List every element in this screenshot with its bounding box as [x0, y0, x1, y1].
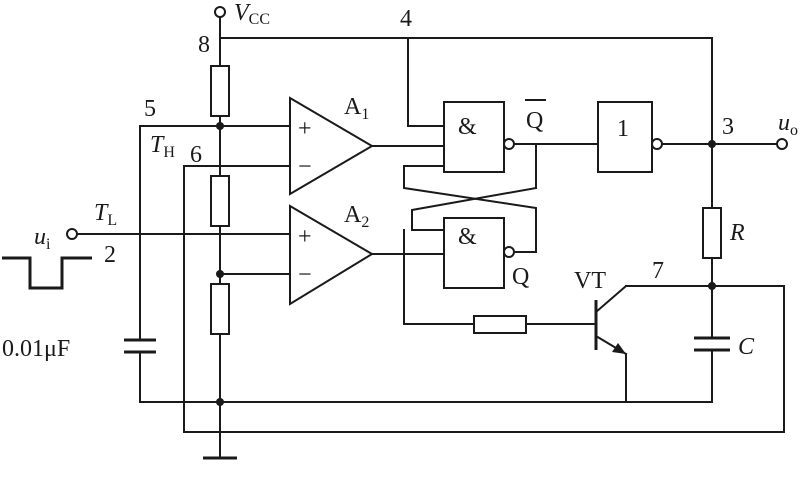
junction-pin5: [216, 122, 224, 130]
pin-2-label: 2: [104, 242, 116, 268]
pin-3-label: 3: [722, 114, 734, 140]
a2-minus-sign: −: [298, 262, 312, 288]
vcc-rail: [219, 17, 713, 209]
input-pulse-waveform: [2, 256, 92, 290]
nand-top-bubble: [503, 138, 515, 150]
pin-4-label: 4: [400, 6, 412, 32]
input-terminal: [66, 228, 78, 240]
capacitor-c-label: C: [738, 334, 755, 360]
junction-ground: [216, 398, 224, 406]
comparator-a2: [289, 204, 374, 306]
pin-5-label: 5: [144, 96, 156, 122]
discharge-transistor: [594, 284, 713, 403]
comparator-a1: [289, 96, 374, 196]
a1-plus-sign: +: [298, 116, 312, 142]
trigger-label: TL: [94, 200, 117, 229]
nand-bottom-bubble: [503, 246, 515, 258]
pin-7-label: 7: [652, 258, 664, 284]
pin-6-label: 6: [190, 142, 202, 168]
divider-resistor-bottom: [210, 283, 230, 335]
threshold-label: TH: [150, 132, 175, 161]
not-gate-symbol: 1: [617, 116, 629, 142]
output-label: uo: [778, 110, 798, 139]
q-label: Q: [512, 264, 529, 290]
transistor-label: VT: [574, 268, 606, 294]
cap-value-label: 0.01μF: [2, 336, 70, 362]
timing-resistor: [702, 207, 722, 259]
nand-gate-top: [443, 101, 505, 173]
not-gate-bubble: [651, 138, 663, 150]
latch-cross-coupling: [403, 143, 599, 253]
comparator-a1-label: A1: [344, 94, 369, 123]
junction-a2-ref: [216, 270, 224, 278]
discharge-control-wiring: [403, 229, 595, 334]
not-gate: [597, 101, 653, 173]
junction-pin7: [708, 282, 716, 290]
pin-8-label: 8: [198, 32, 210, 58]
resistor-r-label: R: [729, 220, 745, 246]
voltage-divider: [210, 65, 230, 457]
vcc-terminal: [214, 6, 226, 18]
nand-top-symbol: &: [458, 114, 477, 140]
a2-plus-sign: +: [298, 224, 312, 250]
nand-bottom-symbol: &: [458, 224, 477, 250]
divider-resistor-top: [210, 65, 230, 117]
comparator-a2-label: A2: [344, 202, 369, 231]
divider-resistor-middle: [210, 175, 230, 227]
q-bar-label: Q: [526, 108, 543, 134]
input-label: ui: [34, 224, 51, 253]
output-terminal: [776, 138, 788, 150]
junction-output: [708, 140, 716, 148]
threshold-wiring: [183, 165, 785, 433]
vcc-label: VCC: [234, 0, 270, 28]
a1-minus-sign: −: [298, 154, 312, 180]
base-resistor: [473, 315, 527, 334]
